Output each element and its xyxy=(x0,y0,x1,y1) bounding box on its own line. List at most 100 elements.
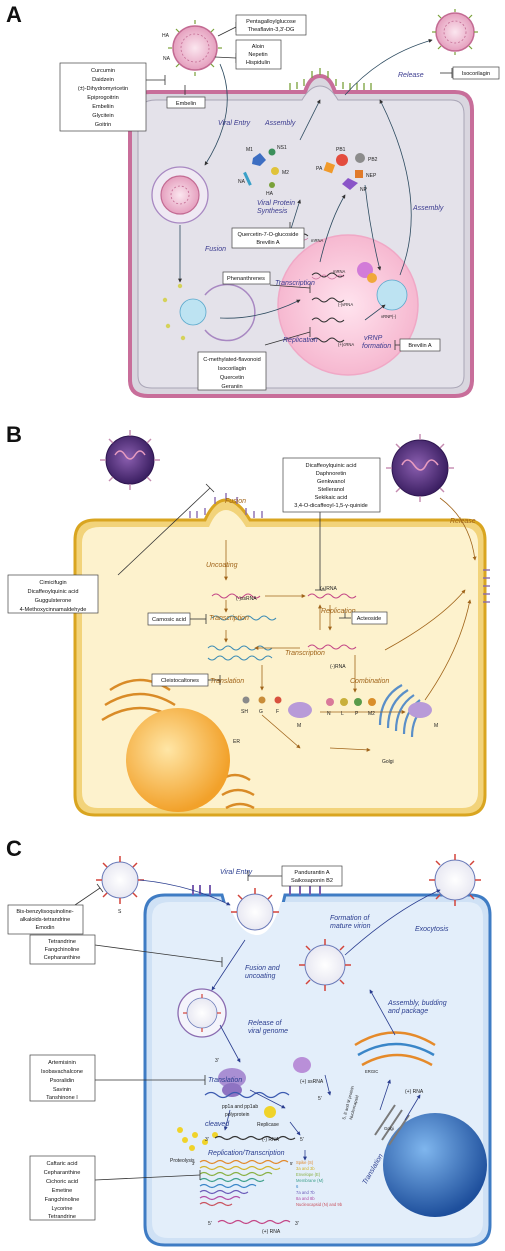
label-viral-protein-a: Viral Protein xyxy=(257,200,295,207)
svg-text:Fangchinoline: Fangchinoline xyxy=(45,947,80,953)
protein-m2: M2 xyxy=(282,170,289,176)
label-five-4: 5' xyxy=(208,1221,212,1227)
label-release-b: Release xyxy=(450,518,476,525)
box-replication-inhibitors-c: Caftaric acid Cepharanthine Cichoric aci… xyxy=(29,1155,96,1221)
virion-mature-c xyxy=(299,939,351,991)
svg-text:Cepharanthine: Cepharanthine xyxy=(44,955,81,961)
protein-pb2: PB2 xyxy=(368,157,378,163)
svg-text:Carnosic acid: Carnosic acid xyxy=(152,617,186,623)
virus-b-right xyxy=(386,434,454,502)
label-replication-b: Replication xyxy=(321,608,356,615)
label-replicase-c: Replicase xyxy=(257,1122,279,1128)
svg-text:alkaloids-tetrandrine: alkaloids-tetrandrine xyxy=(20,917,70,923)
protein-np: NP xyxy=(360,187,368,193)
label-proteolysis-c: Proteolysis xyxy=(170,1158,195,1164)
protein-m-b-2: M xyxy=(434,723,438,729)
label-three-1: 3' xyxy=(215,1058,219,1064)
svg-text:Caftaric acid: Caftaric acid xyxy=(46,1161,77,1167)
rna-mrna-2: mRNA xyxy=(333,269,346,274)
svg-text:Quercetin: Quercetin xyxy=(220,375,244,381)
svg-text:Guggulsterone: Guggulsterone xyxy=(35,598,72,604)
svg-text:Stelleranol: Stelleranol xyxy=(318,487,344,493)
rna-ssrna-b: (-)ssRNA xyxy=(236,596,257,602)
label-replication-a: Replication xyxy=(283,337,318,344)
ribosome-c xyxy=(204,1057,311,1099)
label-prna-c: (+) RNA xyxy=(262,1229,281,1235)
svg-text:Emodin: Emodin xyxy=(36,925,55,931)
svg-text:Brevilin A: Brevilin A xyxy=(408,343,432,349)
protein-m1: M1 xyxy=(246,147,253,153)
svg-text:Cimicifugin: Cimicifugin xyxy=(39,580,66,586)
inhibit-lines-c xyxy=(74,871,282,1181)
svg-text:Daphnoretin: Daphnoretin xyxy=(316,471,346,477)
label-prna-c-2: (+) RNA xyxy=(405,1089,424,1095)
svg-text:Psoralidin: Psoralidin xyxy=(50,1078,75,1084)
svg-text:Emetine: Emetine xyxy=(52,1188,73,1194)
endosome-c xyxy=(177,988,227,1038)
panel-a-letter: A xyxy=(6,2,22,27)
virus-c-outside xyxy=(96,856,144,904)
panel-b: B xyxy=(6,422,490,817)
box-top-inhibitors-b: Dicaffeoylquinic acid Daphnoretin Genkwa… xyxy=(282,457,381,513)
label-golgi-b: Golgi xyxy=(382,759,394,765)
inhibit-lines-b xyxy=(117,483,351,685)
label-uncoating-b: Uncoating xyxy=(206,562,238,569)
svg-text:Cleistocaltones: Cleistocaltones xyxy=(161,678,199,684)
box-embelin: Embelin xyxy=(166,96,206,109)
label-fusion-c-2: uncoating xyxy=(245,973,275,980)
surface-ha: HA xyxy=(162,33,170,39)
svg-text:Isobavachalcone: Isobavachalcone xyxy=(41,1069,83,1075)
box-fusion-inhibitors-c: Tetrandrine Fangchinoline Cepharanthine xyxy=(29,934,96,965)
label-viral-entry-a: Viral Entry xyxy=(218,120,251,127)
svg-text:Aloin: Aloin xyxy=(252,44,264,50)
er-b xyxy=(101,678,255,810)
svg-text:Isocorilagin: Isocorilagin xyxy=(218,366,246,372)
svg-text:Nepetin: Nepetin xyxy=(248,52,267,58)
svg-text:Geraniin: Geraniin xyxy=(221,384,242,390)
svg-text:Daidzein: Daidzein xyxy=(92,77,114,83)
golgi-b xyxy=(378,684,427,738)
label-fusion-b: Fusion xyxy=(225,498,246,505)
box-vrnp-inhibitor: Brevilin A xyxy=(399,338,441,352)
rna-strands-b xyxy=(211,593,357,650)
sg-legend-item: 7a and 7b xyxy=(296,1190,315,1195)
svg-text:Pandurantin A: Pandurantin A xyxy=(294,870,329,876)
label-cleaved-c: cleaved xyxy=(205,1121,230,1128)
label-combination-b: Combination xyxy=(350,678,389,685)
label-ergic-c: ERGIC xyxy=(365,1069,378,1074)
svg-text:Brevilin A: Brevilin A xyxy=(256,240,280,246)
box-na-inhibitors: Aloin Nepetin Hispidulin xyxy=(235,39,282,70)
svg-text:Sekikaic acid: Sekikaic acid xyxy=(315,495,348,501)
svg-text:(±)-Dihydromyricetin: (±)-Dihydromyricetin xyxy=(78,86,128,92)
label-assembly-a-2: Assembly xyxy=(412,205,444,212)
label-fusion-c-1: Fusion and xyxy=(245,965,281,972)
nucleus-c xyxy=(383,1113,487,1217)
label-transcription-a: Transcription xyxy=(275,280,315,287)
rna-prna-b: (+)RNA xyxy=(320,586,337,592)
box-ha-inhibitors: Pentagalloylglucose Theaflavin-3,3'-DG xyxy=(235,14,307,36)
svg-text:Lycorine: Lycorine xyxy=(52,1206,73,1212)
svg-text:Acteoside: Acteoside xyxy=(357,616,382,622)
svg-text:Dicaffeoylquinic acid: Dicaffeoylquinic acid xyxy=(306,463,357,469)
surface-na: NA xyxy=(163,56,171,62)
virus-c-entry xyxy=(231,888,279,931)
label-formation-c-2: mature virion xyxy=(330,923,371,930)
membrane-spikes-b xyxy=(189,493,490,603)
proteolysis-dots-c xyxy=(177,1106,276,1151)
rna-mrna-1: mRNA xyxy=(311,238,324,243)
nucleus-b xyxy=(126,708,230,812)
arrows-b xyxy=(224,497,477,752)
protein-sh: SH xyxy=(241,709,248,715)
subgenomic-rna-c xyxy=(199,1135,296,1225)
receptors-c xyxy=(192,885,321,895)
protein-pa: PA xyxy=(316,166,323,172)
virus-a-release xyxy=(432,9,478,55)
sg-legend-item: Nucleocapsid (N) and 9b xyxy=(296,1202,343,1207)
sg-legend-item: 3a and 3b xyxy=(296,1166,315,1171)
label-three-4: 3' xyxy=(295,1221,299,1227)
box-acteoside: Acteoside xyxy=(351,611,388,625)
label-five-1: 5' xyxy=(318,1096,322,1102)
protein-shapes-a xyxy=(243,148,365,190)
box-release-inhibitor-a: Isocorilagin xyxy=(452,66,500,80)
